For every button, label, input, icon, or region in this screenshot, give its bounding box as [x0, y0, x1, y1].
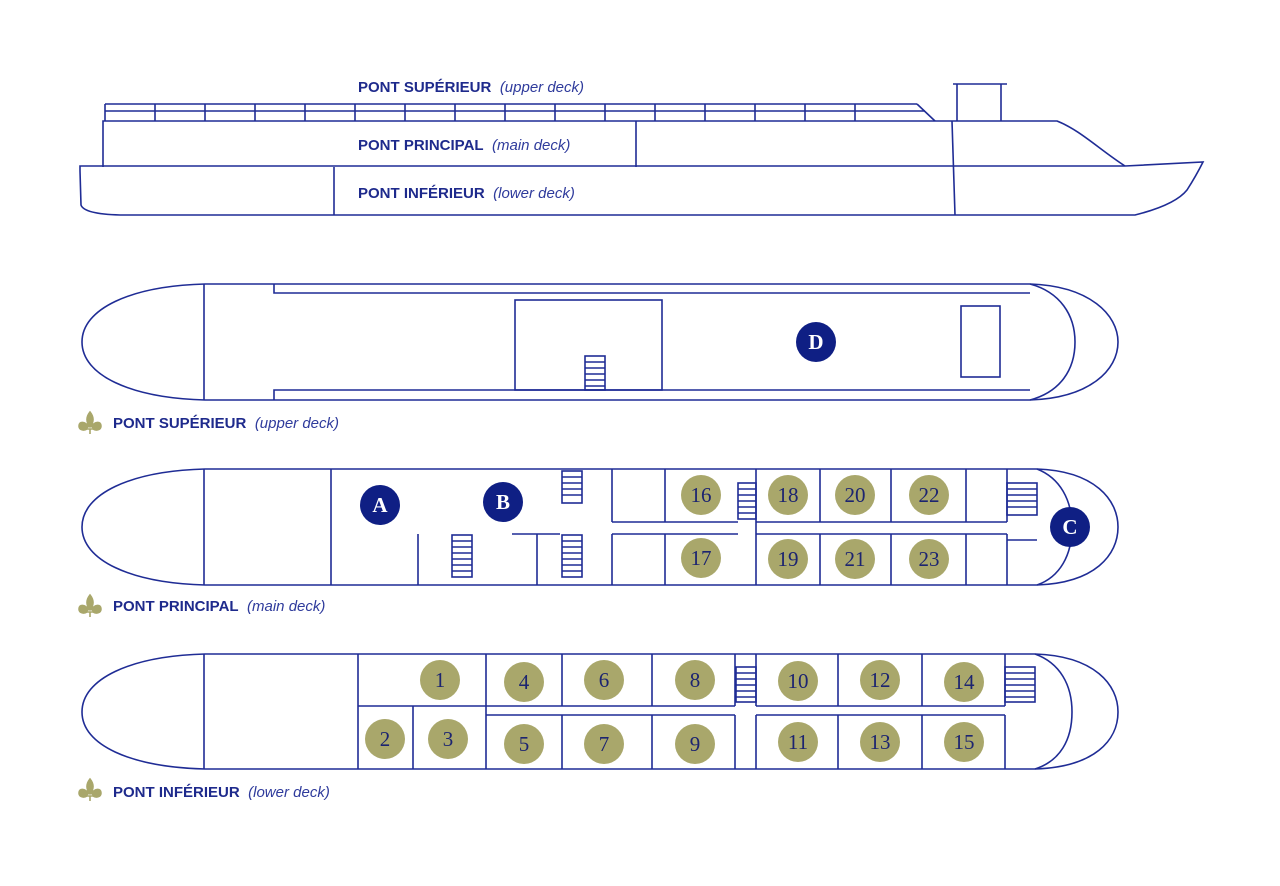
main-deck-plan-label: PONT PRINCIPAL (main deck) — [113, 598, 325, 615]
svg-text:12: 12 — [870, 668, 891, 692]
cabin-marker-13: 13 — [860, 722, 900, 762]
cabin-marker-3: 3 — [428, 719, 468, 759]
cabin-marker-11: 11 — [778, 722, 818, 762]
upper-deck-hull-outline — [81, 283, 1119, 401]
svg-text:7: 7 — [599, 732, 610, 756]
cabin-marker-12: 12 — [860, 660, 900, 700]
upper-deck-railing — [104, 103, 936, 122]
stairs — [584, 355, 606, 391]
main-deck-plan: A B C 16 17 18 19 20 21 22 23 PONT PRINC… — [78, 468, 1119, 617]
cabin-marker-22: 22 — [909, 475, 949, 515]
svg-text:4: 4 — [519, 670, 530, 694]
cabin-marker-18: 18 — [768, 475, 808, 515]
lower-deck-hull-outline — [81, 653, 1119, 770]
svg-text:10: 10 — [788, 669, 809, 693]
profile-upper-label: PONT SUPÉRIEUR (upper deck) — [358, 79, 584, 96]
svg-text:B: B — [496, 490, 510, 514]
svg-text:14: 14 — [954, 670, 976, 694]
svg-text:C: C — [1062, 515, 1077, 539]
lower-deck-plan-label: PONT INFÉRIEUR (lower deck) — [113, 784, 330, 801]
svg-text:8: 8 — [690, 668, 701, 692]
upper-deck-plan-label: PONT SUPÉRIEUR (upper deck) — [113, 415, 339, 432]
fleur-de-lis-icon — [78, 410, 102, 434]
cabin-marker-5: 5 — [504, 724, 544, 764]
svg-text:22: 22 — [919, 483, 940, 507]
svg-text:11: 11 — [788, 730, 808, 754]
fleur-de-lis-icon — [78, 593, 102, 617]
profile-lower-label: PONT INFÉRIEUR (lower deck) — [358, 185, 575, 202]
cabin-marker-16: 16 — [681, 475, 721, 515]
cabin-marker-15: 15 — [944, 722, 984, 762]
svg-text:19: 19 — [778, 547, 799, 571]
svg-text:1: 1 — [435, 668, 446, 692]
cabin-marker-14: 14 — [944, 662, 984, 702]
area-marker-c: C — [1050, 507, 1090, 547]
svg-text:6: 6 — [599, 668, 610, 692]
cabin-marker-23: 23 — [909, 539, 949, 579]
svg-text:3: 3 — [443, 727, 454, 751]
ship-side-profile: PONT SUPÉRIEUR (upper deck) PONT PRINCIP… — [79, 79, 1205, 216]
main-deck-hull — [102, 120, 1126, 167]
svg-text:17: 17 — [691, 546, 712, 570]
svg-text:18: 18 — [778, 483, 799, 507]
stairs — [451, 470, 1038, 578]
svg-text:9: 9 — [690, 732, 701, 756]
cabin-marker-8: 8 — [675, 660, 715, 700]
area-marker-a: A — [360, 485, 400, 525]
profile-main-label: PONT PRINCIPAL (main deck) — [358, 137, 570, 154]
lower-deck-plan: 1 2 3 4 5 6 7 8 9 10 11 12 13 14 15 PONT… — [78, 653, 1119, 801]
svg-text:5: 5 — [519, 732, 530, 756]
svg-text:D: D — [808, 330, 823, 354]
svg-text:23: 23 — [919, 547, 940, 571]
stairs — [735, 666, 1036, 703]
svg-text:20: 20 — [845, 483, 866, 507]
main-deck-hull-outline — [81, 468, 1119, 586]
cabin-marker-19: 19 — [768, 539, 808, 579]
svg-text:A: A — [372, 493, 388, 517]
cabin-marker-17: 17 — [681, 538, 721, 578]
cabin-marker-10: 10 — [778, 661, 818, 701]
fleur-de-lis-icon — [78, 777, 102, 801]
cabin-marker-2: 2 — [365, 719, 405, 759]
cabin-marker-4: 4 — [504, 662, 544, 702]
cabin-marker-7: 7 — [584, 724, 624, 764]
cabin-marker-20: 20 — [835, 475, 875, 515]
svg-text:21: 21 — [845, 547, 866, 571]
cabin-marker-9: 9 — [675, 724, 715, 764]
funnel — [953, 83, 1007, 121]
lower-deck-hull — [79, 161, 1205, 216]
area-marker-b: B — [483, 482, 523, 522]
svg-text:16: 16 — [691, 483, 712, 507]
svg-text:13: 13 — [870, 730, 891, 754]
cabin-marker-6: 6 — [584, 660, 624, 700]
cabin-marker-1: 1 — [420, 660, 460, 700]
cabin-marker-21: 21 — [835, 539, 875, 579]
svg-text:15: 15 — [954, 730, 975, 754]
area-marker-d: D — [796, 322, 836, 362]
upper-deck-plan: D PONT SUPÉRIEUR (upper deck) — [78, 283, 1119, 434]
svg-text:2: 2 — [380, 727, 391, 751]
